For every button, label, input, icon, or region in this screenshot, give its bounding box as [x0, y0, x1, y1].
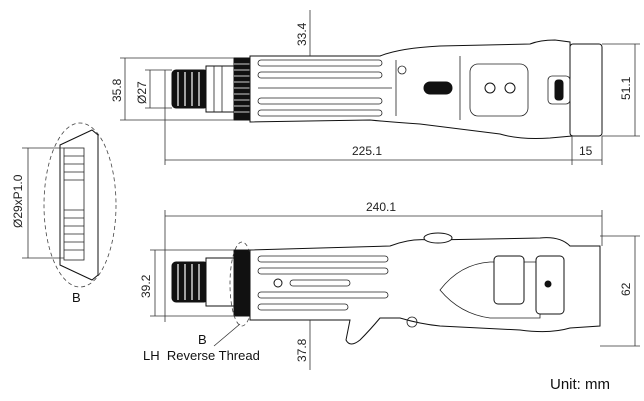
top-dimensions [120, 10, 640, 165]
side-screw [273, 278, 283, 288]
top-button-right [504, 82, 516, 94]
dim-top-nose-inner: Ø27 [135, 81, 149, 104]
detail-thread-spec: Ø29xP1.0 [11, 174, 25, 228]
top-switch [423, 81, 453, 95]
unit-label: Unit: mm [550, 376, 610, 393]
top-thread-ring [233, 57, 251, 121]
dim-side-nose: 39.2 [139, 274, 153, 298]
detail-label: B [72, 290, 81, 305]
dim-top-grip: 33.4 [295, 22, 309, 46]
top-button-left [484, 82, 496, 94]
top-end-cap [569, 43, 603, 137]
top-view: 225.1 15 51.1 35.8 Ø27 33.4 [110, 10, 640, 165]
dim-top-length: 225.1 [352, 144, 382, 158]
dim-top-nose-outer: 35.8 [110, 78, 124, 102]
detail-b: Ø29xP1.0 B [11, 122, 117, 305]
side-view: 240.1 62 39.2 37.8 B LH Reverse Thread [139, 200, 640, 370]
dim-side-grip: 37.8 [295, 338, 309, 362]
side-dimensions [150, 210, 640, 370]
dim-top-height: 51.1 [619, 76, 633, 100]
side-battery-latch [493, 255, 525, 305]
callout-reverse-thread: LH Reverse Thread [143, 348, 260, 363]
detail-thread [63, 147, 85, 261]
dim-top-tail: 15 [579, 144, 593, 158]
side-thread-ring [233, 249, 251, 317]
dim-side-height: 62 [619, 282, 633, 296]
callout-b: B [198, 332, 207, 347]
top-body-outline [249, 39, 573, 139]
dim-side-length: 240.1 [366, 200, 396, 214]
